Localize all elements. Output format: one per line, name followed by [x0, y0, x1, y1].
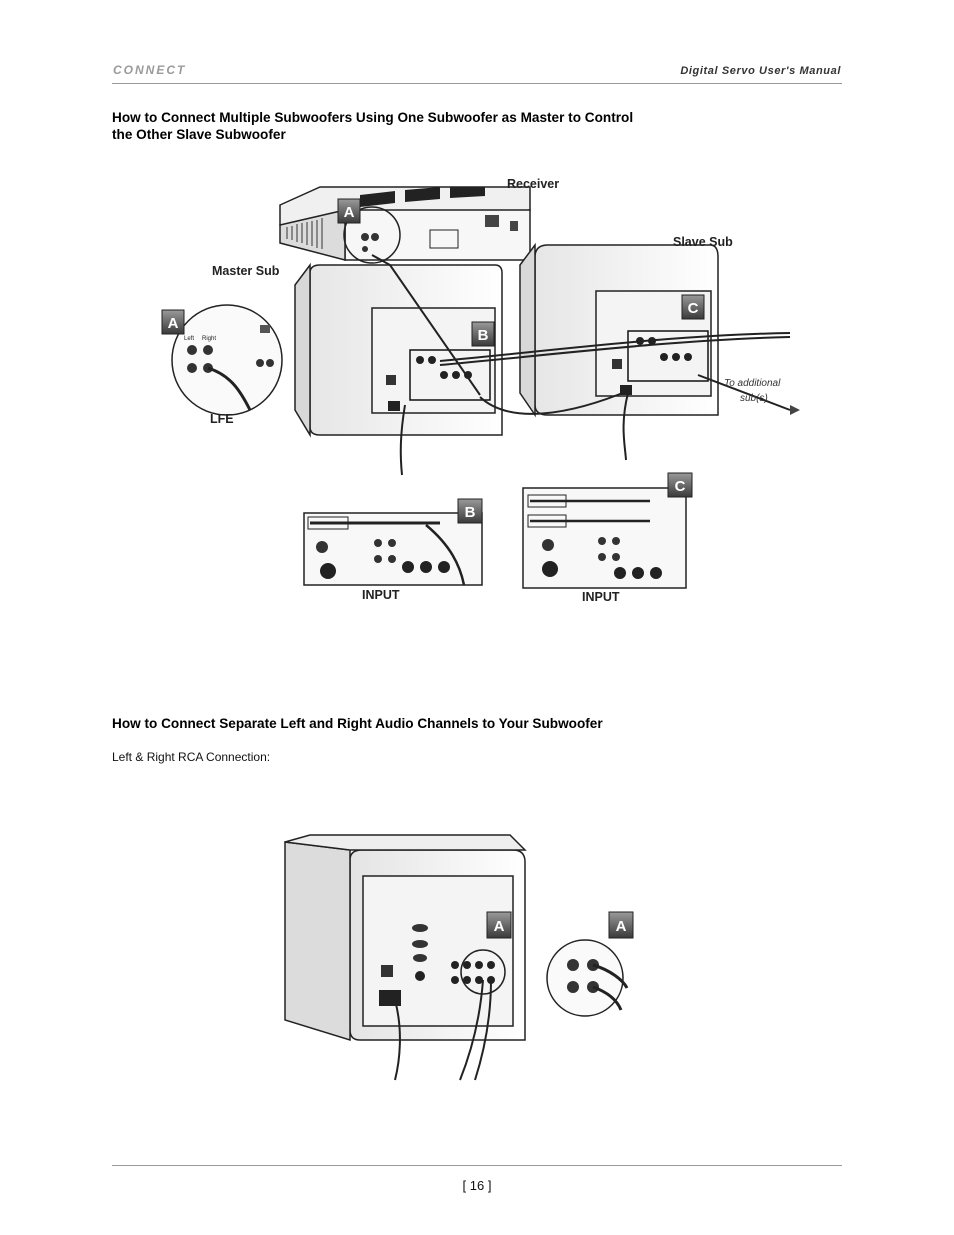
- rca-cables: [394, 979, 492, 1081]
- callout-a-receiver: A: [337, 198, 361, 224]
- svg-text:A: A: [168, 315, 179, 332]
- receiver-label: Receiver: [507, 177, 559, 191]
- svg-text:A: A: [494, 918, 505, 935]
- rca-detail-inset: [546, 939, 629, 1017]
- rca-magnify-circle: [460, 949, 506, 995]
- callout-a-inset: A: [608, 911, 634, 939]
- svg-text:A: A: [344, 204, 355, 221]
- page-number: [ 16 ]: [462, 1178, 492, 1193]
- master-sub-label: Master Sub: [212, 264, 280, 278]
- section2-heading: How to Connect Separate Left and Right A…: [112, 716, 603, 731]
- svg-text:C: C: [675, 478, 686, 495]
- callout-b-master: B: [471, 321, 495, 347]
- section-name: CONNECT: [113, 63, 187, 77]
- left-right-rca-diagram: A A: [284, 834, 634, 1081]
- master-sub-cabinet: [294, 262, 503, 438]
- section2-caption: Left & Right RCA Connection:: [112, 750, 271, 764]
- additional-subs-arrow: [790, 405, 800, 415]
- receiver-magnify-circle: [343, 206, 401, 264]
- footer-rule: [112, 1165, 842, 1166]
- interconnect-cables: [371, 254, 791, 476]
- input-label-b: INPUT: [362, 588, 400, 602]
- slave-sub-label: Slave Sub: [673, 235, 733, 249]
- detail-panel-b: [303, 512, 483, 586]
- lfe-left-label: Left: [184, 336, 194, 342]
- input-label-c: INPUT: [582, 590, 620, 604]
- detail-panel-c: [522, 487, 687, 589]
- svg-text:B: B: [478, 327, 489, 344]
- callout-c-detail: C: [667, 472, 693, 498]
- manual-title: Digital Servo User's Manual: [680, 65, 841, 77]
- lfe-label: LFE: [210, 412, 234, 426]
- lfe-right-label: Right: [202, 336, 216, 342]
- master-slave-connection-diagram: Receiver Master Sub Slave Sub: [161, 177, 800, 604]
- svg-text:C: C: [688, 300, 699, 317]
- header-rule: [112, 83, 842, 84]
- callout-a-cabinet: A: [486, 911, 512, 939]
- svg-text:B: B: [465, 504, 476, 521]
- slave-sub-cabinet: [519, 242, 719, 418]
- lfe-detail-inset: [171, 304, 283, 416]
- section1-heading: How to Connect Multiple Subwoofers Using…: [112, 109, 732, 143]
- additional-subs-label-line1: To additional: [724, 378, 781, 389]
- additional-subs-label-line2: sub(s): [740, 393, 768, 404]
- svg-text:A: A: [616, 918, 627, 935]
- receiver-unit: [279, 186, 531, 261]
- callout-a-lfe: A: [161, 309, 185, 335]
- section1-heading-line1: How to Connect Multiple Subwoofers Using…: [112, 110, 634, 125]
- callout-b-detail: B: [457, 498, 483, 524]
- section1-heading-line2: the Other Slave Subwoofer: [112, 127, 286, 142]
- callout-c-slave: C: [681, 294, 705, 320]
